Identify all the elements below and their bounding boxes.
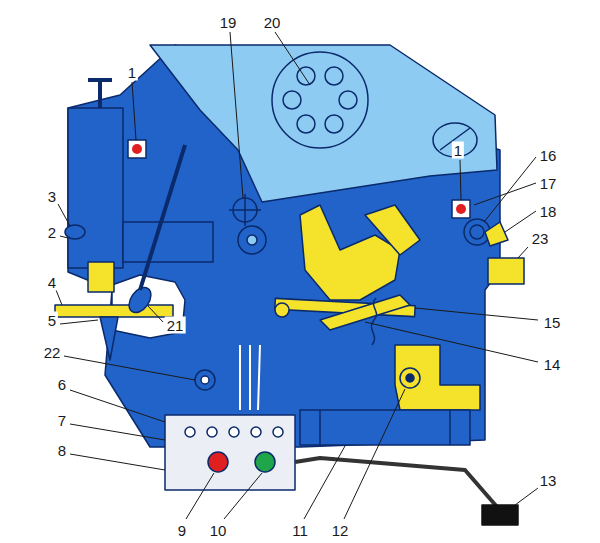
bell [485, 222, 508, 246]
stop-block [488, 258, 524, 284]
callout-number: 1 [126, 64, 138, 81]
callout-number: 10 [208, 522, 229, 539]
spindle-column [68, 108, 123, 268]
work-table [55, 305, 173, 317]
callout-number: 2 [46, 224, 58, 241]
callout-number: 9 [176, 522, 188, 539]
spindle [88, 262, 114, 292]
callout-number: 6 [56, 376, 68, 393]
callout-number: 20 [262, 14, 283, 31]
leader-lines [56, 32, 538, 519]
base [300, 410, 470, 445]
callout-number: 19 [218, 14, 239, 31]
callout-number: 8 [56, 442, 68, 459]
callout-number: 11 [290, 522, 310, 539]
gear-wheel [272, 52, 368, 148]
callout-number: 22 [42, 344, 63, 361]
callout-number: 5 [46, 312, 58, 329]
callout-number: 1 [452, 142, 464, 159]
callout-number: 17 [538, 175, 559, 192]
drive-bracket [395, 345, 480, 410]
gear-cover [150, 45, 497, 202]
callout-number: 7 [56, 412, 68, 429]
callout-number: 15 [542, 314, 563, 331]
callout-number: 16 [538, 147, 559, 164]
cable [295, 458, 498, 508]
callout-number: 14 [542, 356, 563, 373]
callout-number: 4 [46, 274, 58, 291]
callout-number: 18 [538, 203, 559, 220]
plug [482, 505, 518, 525]
control-box [165, 415, 295, 490]
indicator [128, 140, 146, 158]
indicator [452, 200, 470, 218]
stop-button [208, 452, 228, 472]
callout-number: 13 [538, 472, 559, 489]
callout-number: 23 [530, 230, 551, 247]
machine-body [68, 45, 500, 447]
callout-number: 21 [165, 317, 186, 334]
callout-number: 12 [330, 522, 351, 539]
start-button [255, 452, 275, 472]
callout-number: 3 [46, 188, 58, 205]
